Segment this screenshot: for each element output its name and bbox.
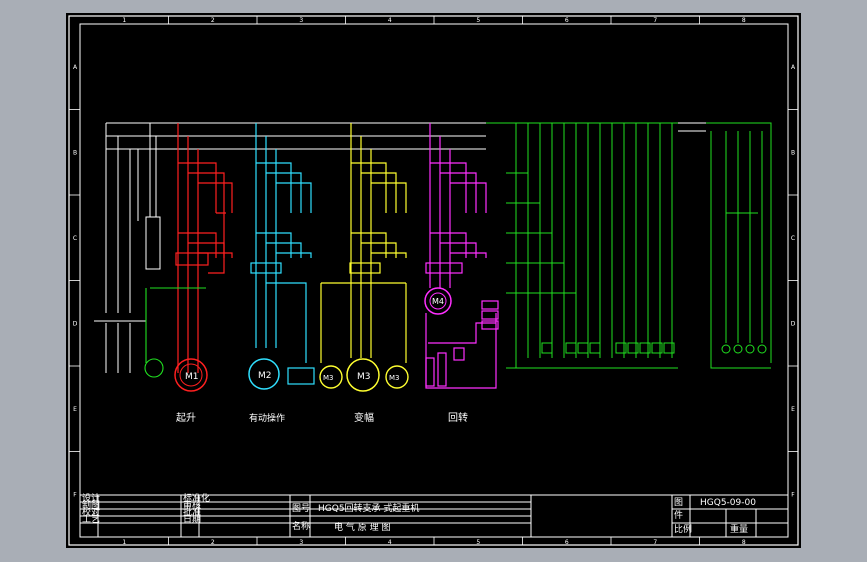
tb-left-label-3: 工艺 — [82, 514, 100, 525]
tb-drawing-number: HGQ5-09-00 — [700, 498, 756, 508]
grid-row-left-A: A — [73, 64, 78, 71]
grid-col-bottom-5: 5 — [476, 539, 480, 546]
power-bus — [94, 122, 706, 373]
luffing-motor-label: M3 — [357, 372, 371, 382]
hoist-motor — [174, 358, 208, 392]
tb-left-label-0: 设计 — [82, 492, 100, 504]
grid-col-top-3: 3 — [299, 17, 303, 24]
drawing-sheet: 1 2 3 4 5 6 7 8 1 2 3 4 5 6 7 8 A B C D E F A B C D E F M1 — [66, 13, 801, 548]
slewing-circuit — [425, 123, 499, 389]
grid-col-bottom-3: 3 — [299, 539, 303, 546]
tb-count-label: 件 — [674, 509, 683, 521]
grid-col-bottom-6: 6 — [565, 539, 569, 546]
grid-row-right-E: E — [791, 406, 795, 413]
tb-name-label: 名称 — [292, 520, 310, 532]
tb-project: HGQ5回转支承 式起重机 — [318, 502, 419, 514]
grid-top-markers: 1 2 3 4 5 6 7 8 — [122, 16, 746, 24]
grid-col-top-6: 6 — [565, 17, 569, 24]
grid-col-top-1: 1 — [122, 17, 126, 24]
grid-row-left-D: D — [73, 320, 78, 327]
tb-sheet-label: 图 — [674, 497, 683, 508]
section-luffing-label: 变幅 — [354, 411, 374, 424]
luffing-aux-motor-right — [385, 365, 409, 389]
luffing-aux-motor-left — [319, 365, 343, 389]
slewing-motor-label: M4 — [432, 297, 444, 306]
grid-right-markers: A B C D E F — [788, 64, 798, 498]
hoist-circuit — [175, 123, 233, 373]
electrical-schematic: 1 2 3 4 5 6 7 8 1 2 3 4 5 6 7 8 A B C D E F A B C D E F M1 — [68, 15, 799, 546]
tb-mid-label-2: 批准 — [183, 506, 201, 518]
grid-col-top-4: 4 — [388, 17, 392, 24]
grid-col-bottom-1: 1 — [122, 539, 126, 546]
inner-frame — [79, 23, 789, 538]
grid-col-top-2: 2 — [211, 17, 215, 24]
tb-left-label-1: 制图 — [82, 499, 100, 511]
grid-col-bottom-4: 4 — [388, 539, 392, 546]
tb-mid-label-1: 审核 — [183, 499, 201, 511]
tb-mid-label-0: 标准化 — [183, 492, 210, 504]
luffing-motor — [346, 358, 380, 392]
grid-col-top-8: 8 — [742, 17, 746, 24]
section-hoist-label: 起升 — [176, 412, 196, 424]
hoist-brake — [144, 287, 206, 378]
grid-left-markers: A B C D E F — [69, 64, 80, 498]
luffing-circuit — [320, 123, 407, 363]
grid-col-bottom-8: 8 — [742, 539, 746, 546]
tb-mid-label-3: 日期 — [183, 514, 201, 525]
grid-row-right-A: A — [791, 64, 796, 71]
control-relays — [541, 342, 767, 354]
tb-weight-label: 重量 — [730, 523, 748, 535]
grid-col-top-5: 5 — [476, 17, 480, 24]
slewing-motor — [424, 287, 452, 315]
title-block — [79, 494, 789, 538]
grid-row-left-C: C — [73, 235, 77, 242]
grid-row-right-D: D — [791, 320, 796, 327]
luffing-aux-right-label: M3 — [389, 374, 400, 382]
grid-row-left-B: B — [73, 149, 77, 156]
grid-col-bottom-7: 7 — [653, 539, 657, 546]
grid-col-top-7: 7 — [653, 17, 657, 24]
tb-scale-label: 比例 — [674, 523, 692, 535]
grid-row-left-E: E — [73, 406, 77, 413]
brake-circuit — [250, 123, 315, 385]
grid-col-bottom-2: 2 — [211, 539, 215, 546]
grid-bottom-markers: 1 2 3 4 5 6 7 8 — [122, 537, 746, 546]
tb-figno-label: 图号 — [292, 503, 310, 514]
grid-row-right-F: F — [791, 491, 795, 498]
brake-motor — [248, 358, 280, 390]
control-circuit — [486, 122, 772, 369]
grid-row-left-F: F — [73, 491, 77, 498]
grid-row-right-B: B — [791, 149, 795, 156]
tb-drawing-name: 电 气 原 理 图 — [334, 521, 390, 533]
brake-motor-label: M2 — [258, 371, 272, 381]
grid-row-right-C: C — [791, 235, 795, 242]
luffing-aux-left-label: M3 — [323, 374, 334, 382]
tb-left-label-2: 校对 — [82, 506, 100, 518]
hoist-motor-label: M1 — [185, 372, 199, 382]
section-slewing-label: 回转 — [448, 411, 468, 424]
section-brake-label: 有动操作 — [249, 412, 285, 424]
